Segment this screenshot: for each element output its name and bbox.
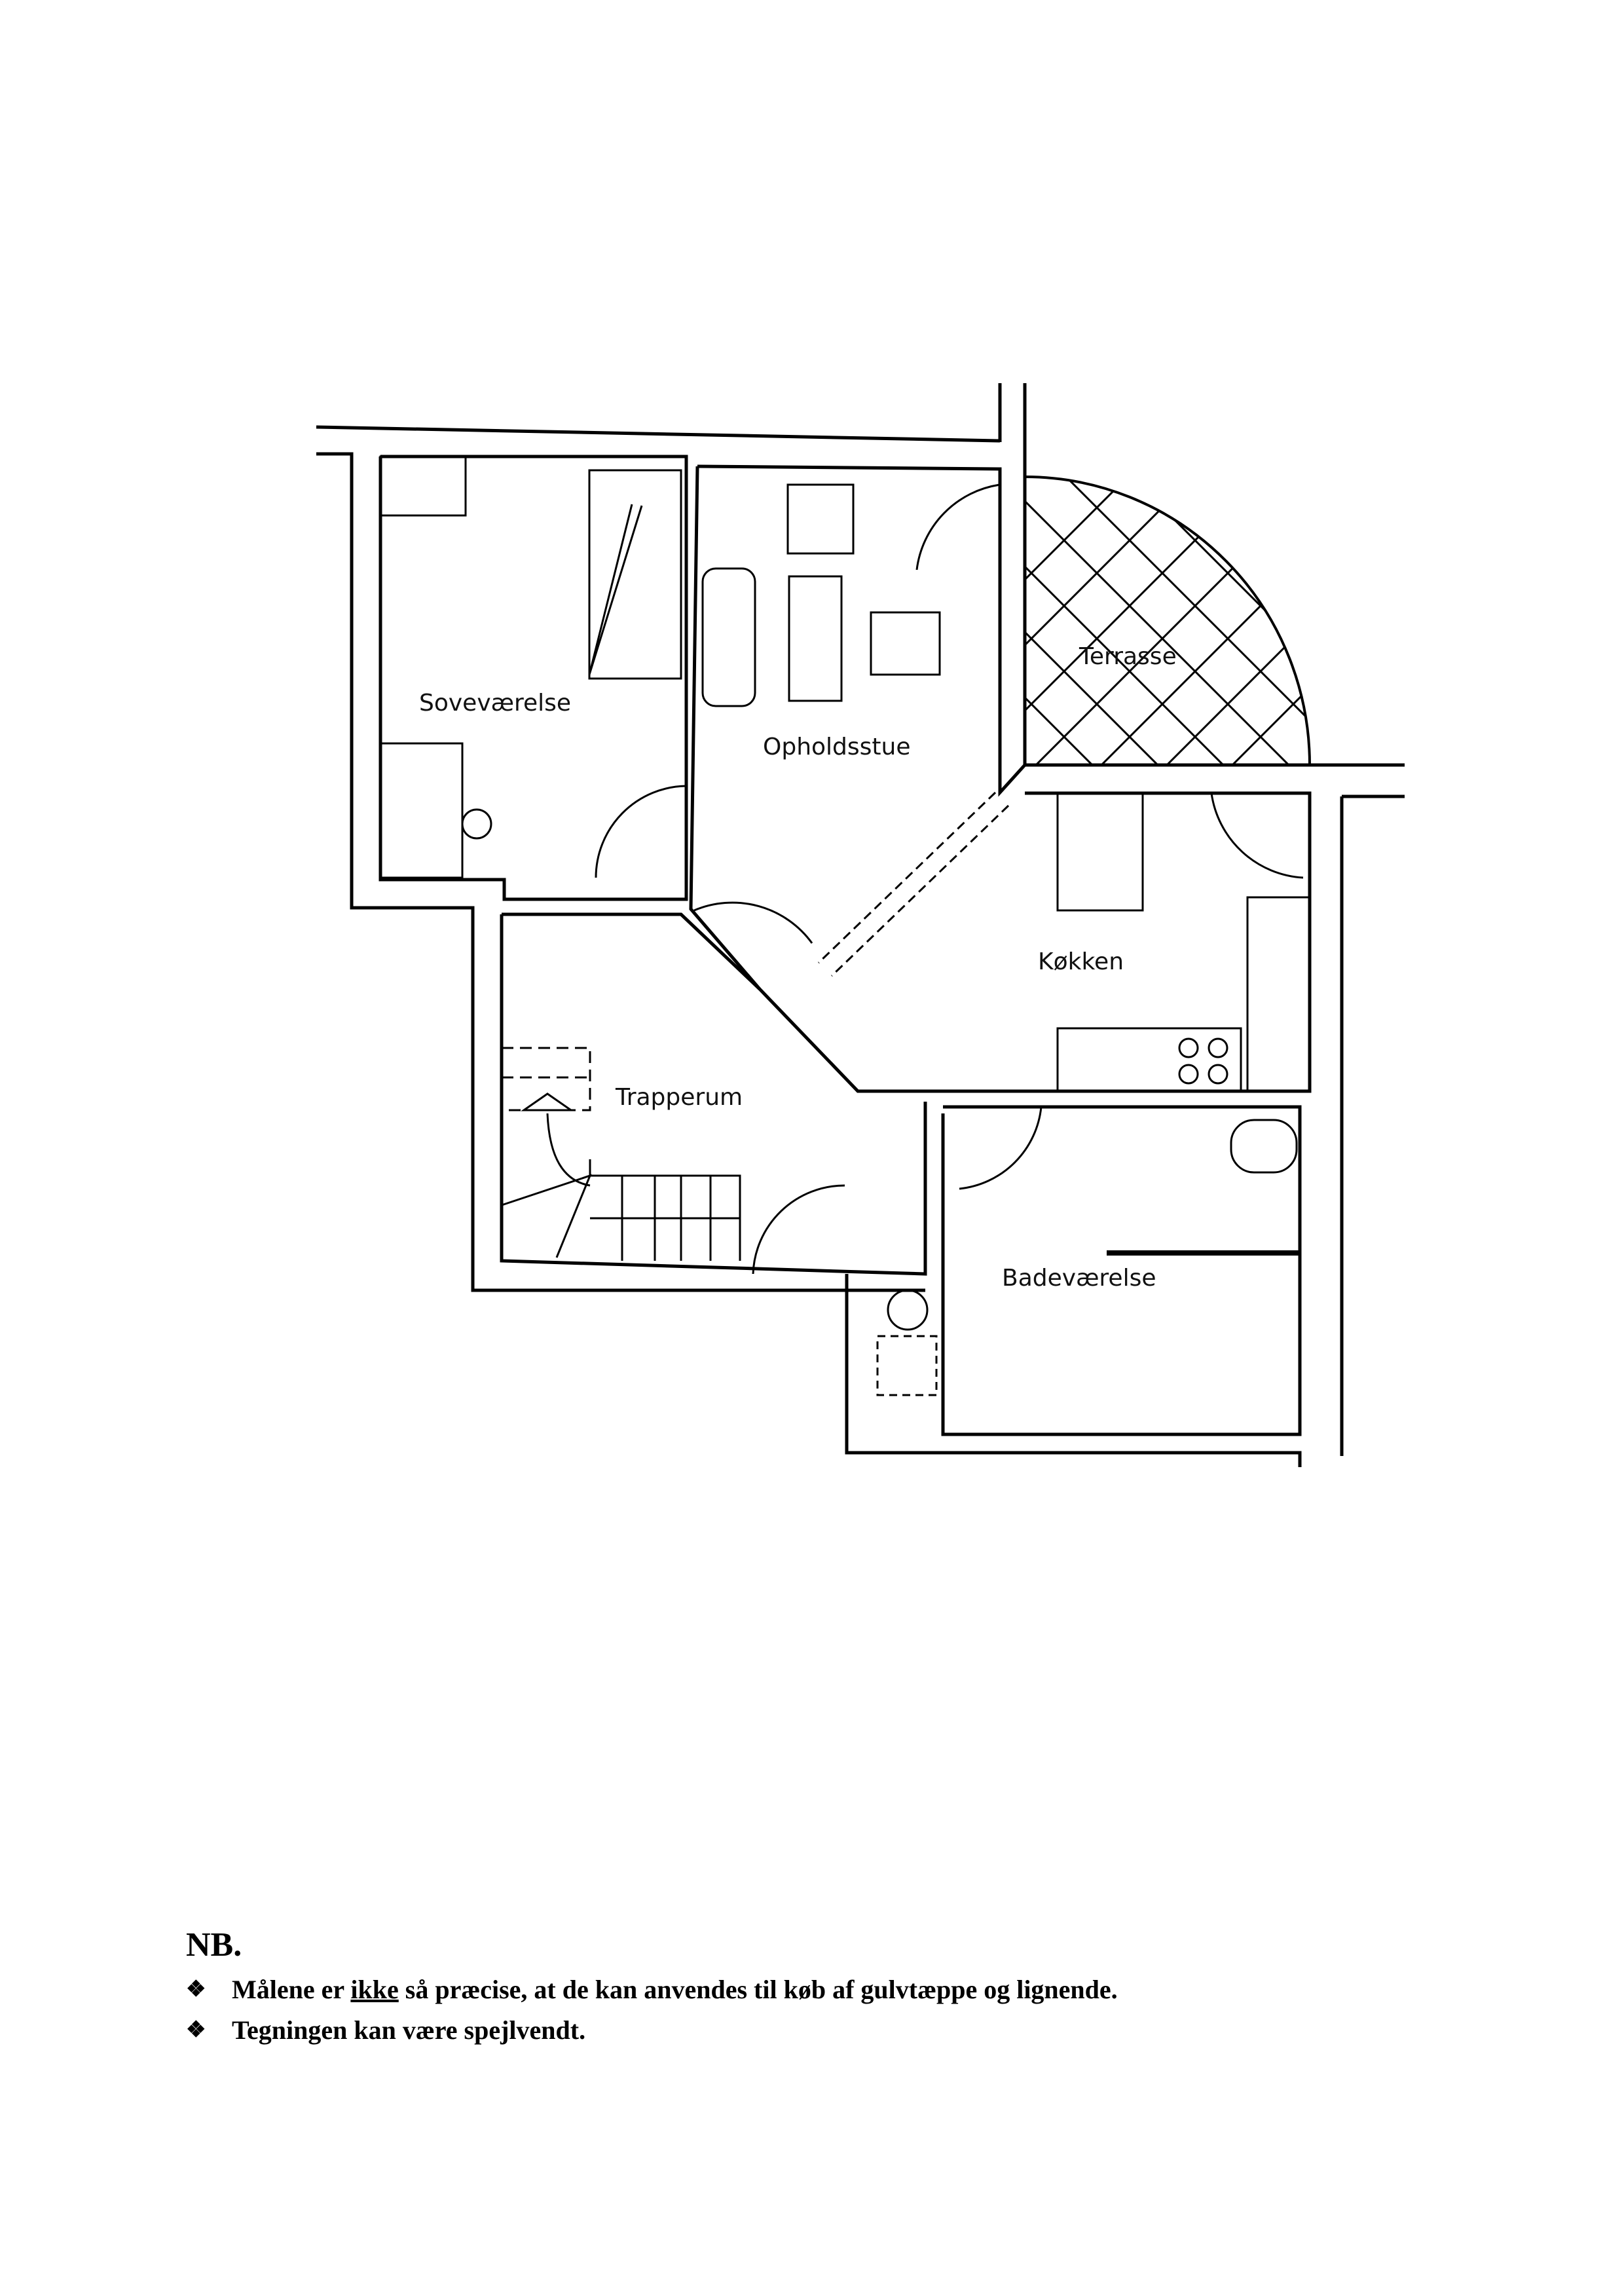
stairs [500,1047,741,1261]
note-2: ❖ Tegningen kan være spejlvendt. [186,2010,1118,2051]
note-1-text-b: så præcise, at de kan anvendes til køb a… [398,1975,1118,2004]
bullet-icon: ❖ [186,2018,206,2042]
bullet-icon: ❖ [186,1977,206,2002]
terrace-hatch [1025,477,1310,765]
note-1-underlined: ikke [350,1975,399,2004]
room-label-bedroom: Soveværelse [419,690,571,717]
walls [316,383,1405,1467]
note-1: ❖ Målene er ikke så præcise, at de kan an… [186,1969,1118,2010]
notes: NB. ❖ Målene er ikke så præcise, at de ka… [186,1926,1118,2051]
room-label-stairs: Trapperum [615,1084,743,1111]
notes-heading: NB. [186,1926,242,1964]
room-label-bathroom: Badeværelse [1002,1265,1156,1292]
note-1-text-a: Målene er [232,1975,351,2004]
terrace-edge [1024,476,1311,766]
note-2-text: Tegningen kan være spejlvendt. [232,2015,586,2045]
room-label-kitchen: Køkken [1038,948,1124,975]
furniture [379,455,1311,1396]
room-label-terrace: Terrasse [1079,643,1177,670]
room-label-living: Opholdsstue [763,734,910,760]
